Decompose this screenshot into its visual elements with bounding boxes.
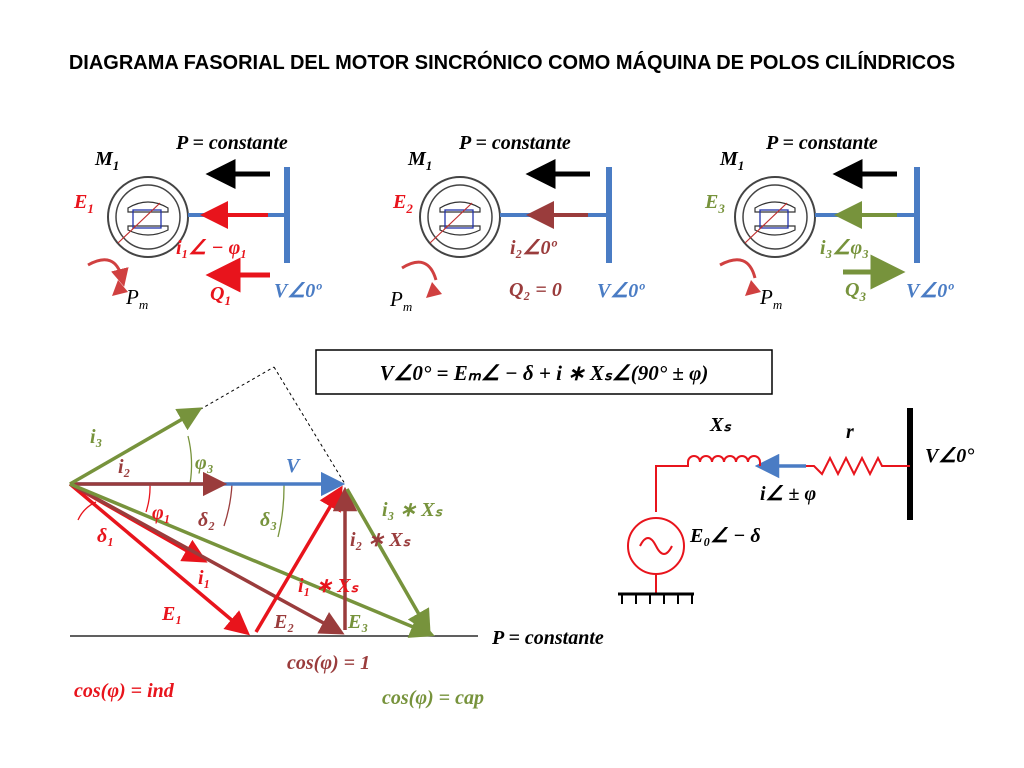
i3-phasor xyxy=(69,407,203,486)
i2xs-label: i₂ ∗ Xₛ xyxy=(350,529,411,551)
mech-arrow-head xyxy=(112,280,128,296)
cos-ind-label: cos(φ) = ind xyxy=(74,680,175,702)
i1-label: i₁ xyxy=(198,567,211,589)
i2-label: i₂ xyxy=(118,456,131,478)
mech-arrow-head xyxy=(745,280,761,296)
sine-wave-icon xyxy=(639,537,673,555)
e0-label: E₀∠ − δ xyxy=(689,525,761,547)
phasor-diagram: i₃ φ₃ V i₂ φ₁ δ₂ δ₃ δ₁ i₁ E₁ E₂ E₃ i₁ ∗ … xyxy=(68,366,604,709)
v-label: V∠0° xyxy=(925,445,974,467)
motor-3-panel: M1 P = constante E3 i₃∠φ₃ Q3 V∠0º Pm xyxy=(704,132,954,312)
rotor-axis-line xyxy=(429,202,473,244)
motor-inner-ring xyxy=(115,184,181,250)
v-label: V xyxy=(286,455,301,477)
delta2-arc xyxy=(223,483,233,527)
dashed-line-b xyxy=(273,366,346,485)
mech-torque-arrow xyxy=(87,258,129,287)
mech-torque-arrow xyxy=(401,260,438,281)
cos-one-label: cos(φ) = 1 xyxy=(287,652,370,674)
i1xs-phasor xyxy=(254,485,343,633)
equivalent-circuit: Xₛ r V∠0° i∠ ± φ E₀∠ − δ xyxy=(618,408,974,604)
i1xs-label: i₁ ∗ Xₛ xyxy=(298,575,359,597)
i3xs-phasor xyxy=(345,488,431,635)
current-label: i₂∠0º xyxy=(510,237,557,259)
power-label: P = constante xyxy=(765,132,878,154)
e2-label: E₂ xyxy=(273,611,294,633)
i3xs-label: i₃ ∗ Xₛ xyxy=(382,499,443,521)
current-label: i∠ ± φ xyxy=(760,483,816,505)
equation-box: V∠0° = Eₘ∠ − δ + i ∗ Xₛ∠(90° ± φ) xyxy=(315,349,773,395)
e3-label: E₃ xyxy=(347,611,368,633)
equation-text: V∠0° = Eₘ∠ − δ + i ∗ Xₛ∠(90° ± φ) xyxy=(380,361,709,385)
equation-frame xyxy=(315,349,773,395)
delta3-label: δ₃ xyxy=(260,509,277,531)
power-label: P = constante xyxy=(458,132,571,154)
xs-label: Xₛ xyxy=(709,414,731,436)
delta3-arc xyxy=(277,483,285,538)
rotor-winding-icon xyxy=(444,209,474,229)
ground-hatch-icon xyxy=(621,594,693,604)
rotor-winding-icon xyxy=(132,209,162,229)
phi1-arc xyxy=(145,483,151,513)
mech-arrow-head xyxy=(426,282,442,298)
i3-label: i₃ xyxy=(90,426,103,448)
motor-outer-ring xyxy=(734,176,816,258)
mech-power-label: Pm xyxy=(389,287,412,314)
voltage-label: V∠0º xyxy=(906,280,954,302)
phi3-label: φ₃ xyxy=(195,452,214,474)
e2-phasor xyxy=(69,482,345,635)
motor-inner-ring xyxy=(427,184,493,250)
mech-power-label: Pm xyxy=(759,285,782,312)
emf-label: E3 xyxy=(704,191,725,216)
e1-phasor xyxy=(68,482,251,636)
rotor-axis-line xyxy=(744,202,788,244)
emf-label: E2 xyxy=(392,191,413,216)
voltage-label: V∠0º xyxy=(597,280,645,302)
e1-label: E₁ xyxy=(161,603,182,625)
phi3-arc xyxy=(187,435,193,485)
mech-torque-arrow xyxy=(719,258,757,279)
machine-label: M1 xyxy=(407,148,432,173)
mech-power-label: Pm xyxy=(125,285,148,312)
machine-label: M1 xyxy=(719,148,744,173)
rotor-winding-icon xyxy=(759,209,789,229)
delta2-label: δ₂ xyxy=(198,509,215,531)
reactive-label: Q3 xyxy=(845,279,866,304)
resistor-icon xyxy=(806,455,910,477)
machine-label: M1 xyxy=(94,148,119,173)
phi1-label: φ₁ xyxy=(152,502,171,524)
power-label: P = constante xyxy=(175,132,288,154)
reactive-label: Q₂ = 0 xyxy=(509,279,562,301)
voltage-label: V∠0º xyxy=(274,280,322,302)
page-title: DIAGRAMA FASORIAL DEL MOTOR SINCRÓNICO C… xyxy=(68,52,956,74)
rotor-axis-line xyxy=(117,202,161,244)
emf-label: E1 xyxy=(73,191,94,216)
delta1-label: δ₁ xyxy=(97,525,114,547)
cos-cap-label: cos(φ) = cap xyxy=(382,687,484,709)
r-label: r xyxy=(846,421,854,443)
motor-2-panel: M1 P = constante E2 i₂∠0º Q₂ = 0 V∠0º Pm xyxy=(389,132,645,314)
reactive-label: Q1 xyxy=(210,283,231,308)
current-label: i₁∠ − φ₁ xyxy=(176,237,247,259)
p-constant-label: P = constante xyxy=(491,627,604,649)
current-label: i₃∠φ₃ xyxy=(820,237,869,259)
e3-phasor xyxy=(69,482,435,638)
motor-outer-ring xyxy=(419,176,501,258)
motor-1-panel: M1 P = constante E1 i₁∠ − φ₁ Q1 V∠0º Pm xyxy=(73,132,322,312)
reactance-coil-icon xyxy=(655,455,761,512)
motor-inner-ring xyxy=(742,184,808,250)
